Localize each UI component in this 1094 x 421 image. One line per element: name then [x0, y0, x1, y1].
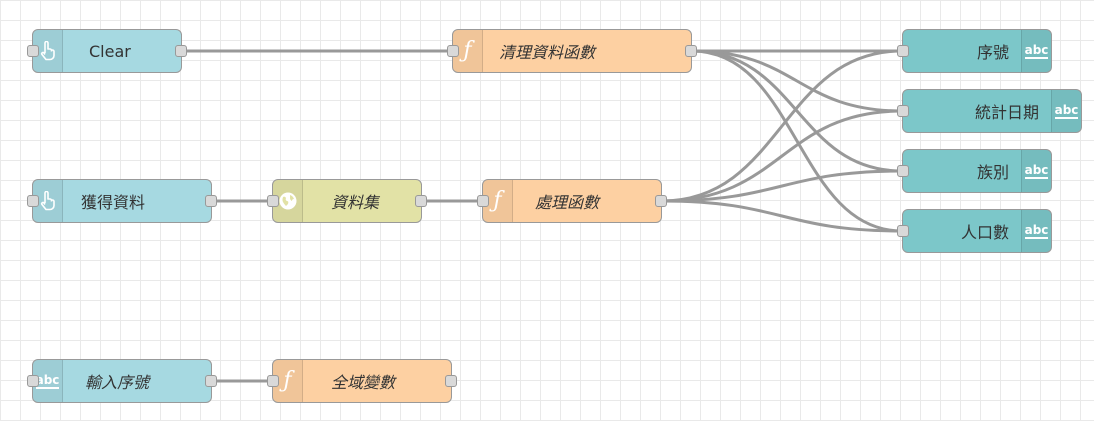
dataset-http-node[interactable]: 資料集: [267, 179, 427, 223]
node-label: 人口數: [960, 223, 1009, 242]
abc-icon: abc: [33, 360, 63, 402]
abc-icon: abc: [1021, 210, 1051, 252]
wire[interactable]: [691, 49, 903, 173]
ethnic-group-text-output-node[interactable]: 族別 abc: [897, 149, 1052, 193]
abc-icon: abc: [1051, 90, 1081, 132]
clean-data-function-node[interactable]: ƒ 清理資料函數: [447, 29, 697, 73]
node-label: 統計日期: [974, 103, 1039, 122]
input-port[interactable]: [897, 45, 909, 57]
input-port[interactable]: [27, 45, 39, 57]
input-port[interactable]: [267, 375, 279, 387]
wire[interactable]: [661, 169, 903, 203]
node-label: 清理資料函數: [499, 43, 596, 62]
node-label: 資料集: [331, 193, 380, 212]
clear-inject-node[interactable]: Clear: [27, 29, 187, 73]
get-data-inject-node[interactable]: 獲得資料: [27, 179, 217, 223]
node-label: 序號: [976, 43, 1009, 62]
sequence-text-output-node[interactable]: 序號 abc: [897, 29, 1052, 73]
wire[interactable]: [661, 199, 903, 233]
input-port[interactable]: [897, 105, 909, 117]
input-port[interactable]: [27, 195, 39, 207]
node-label: 族別: [976, 163, 1009, 182]
abc-icon: abc: [1021, 30, 1051, 72]
abc-icon: abc: [1021, 150, 1051, 192]
input-sequence-text-node[interactable]: abc 輸入序號: [27, 359, 217, 403]
wire[interactable]: [661, 49, 903, 203]
output-port[interactable]: [415, 195, 427, 207]
output-port[interactable]: [655, 195, 667, 207]
wire[interactable]: [691, 49, 903, 113]
output-port[interactable]: [205, 375, 217, 387]
input-port[interactable]: [897, 165, 909, 177]
output-port[interactable]: [685, 45, 697, 57]
node-label: 獲得資料: [81, 193, 146, 212]
globe-icon: [273, 180, 303, 222]
output-port[interactable]: [175, 45, 187, 57]
input-port[interactable]: [897, 225, 909, 237]
node-label: Clear: [89, 41, 131, 61]
input-port[interactable]: [27, 375, 39, 387]
node-label: 處理函數: [535, 193, 600, 212]
process-function-node[interactable]: ƒ 處理函數: [477, 179, 667, 223]
statistics-date-text-output-node[interactable]: 統計日期 abc: [897, 89, 1082, 133]
global-variable-function-node[interactable]: ƒ 全域變數: [267, 359, 457, 403]
population-text-output-node[interactable]: 人口數 abc: [897, 209, 1052, 253]
output-port[interactable]: [205, 195, 217, 207]
output-port[interactable]: [445, 375, 457, 387]
wire[interactable]: [661, 109, 903, 203]
input-port[interactable]: [267, 195, 279, 207]
input-port[interactable]: [447, 45, 459, 57]
node-label: 輸入序號: [85, 373, 150, 392]
wire[interactable]: [691, 49, 903, 233]
function-icon: ƒ: [453, 30, 483, 72]
input-port[interactable]: [477, 195, 489, 207]
node-label: 全域變數: [331, 373, 396, 392]
